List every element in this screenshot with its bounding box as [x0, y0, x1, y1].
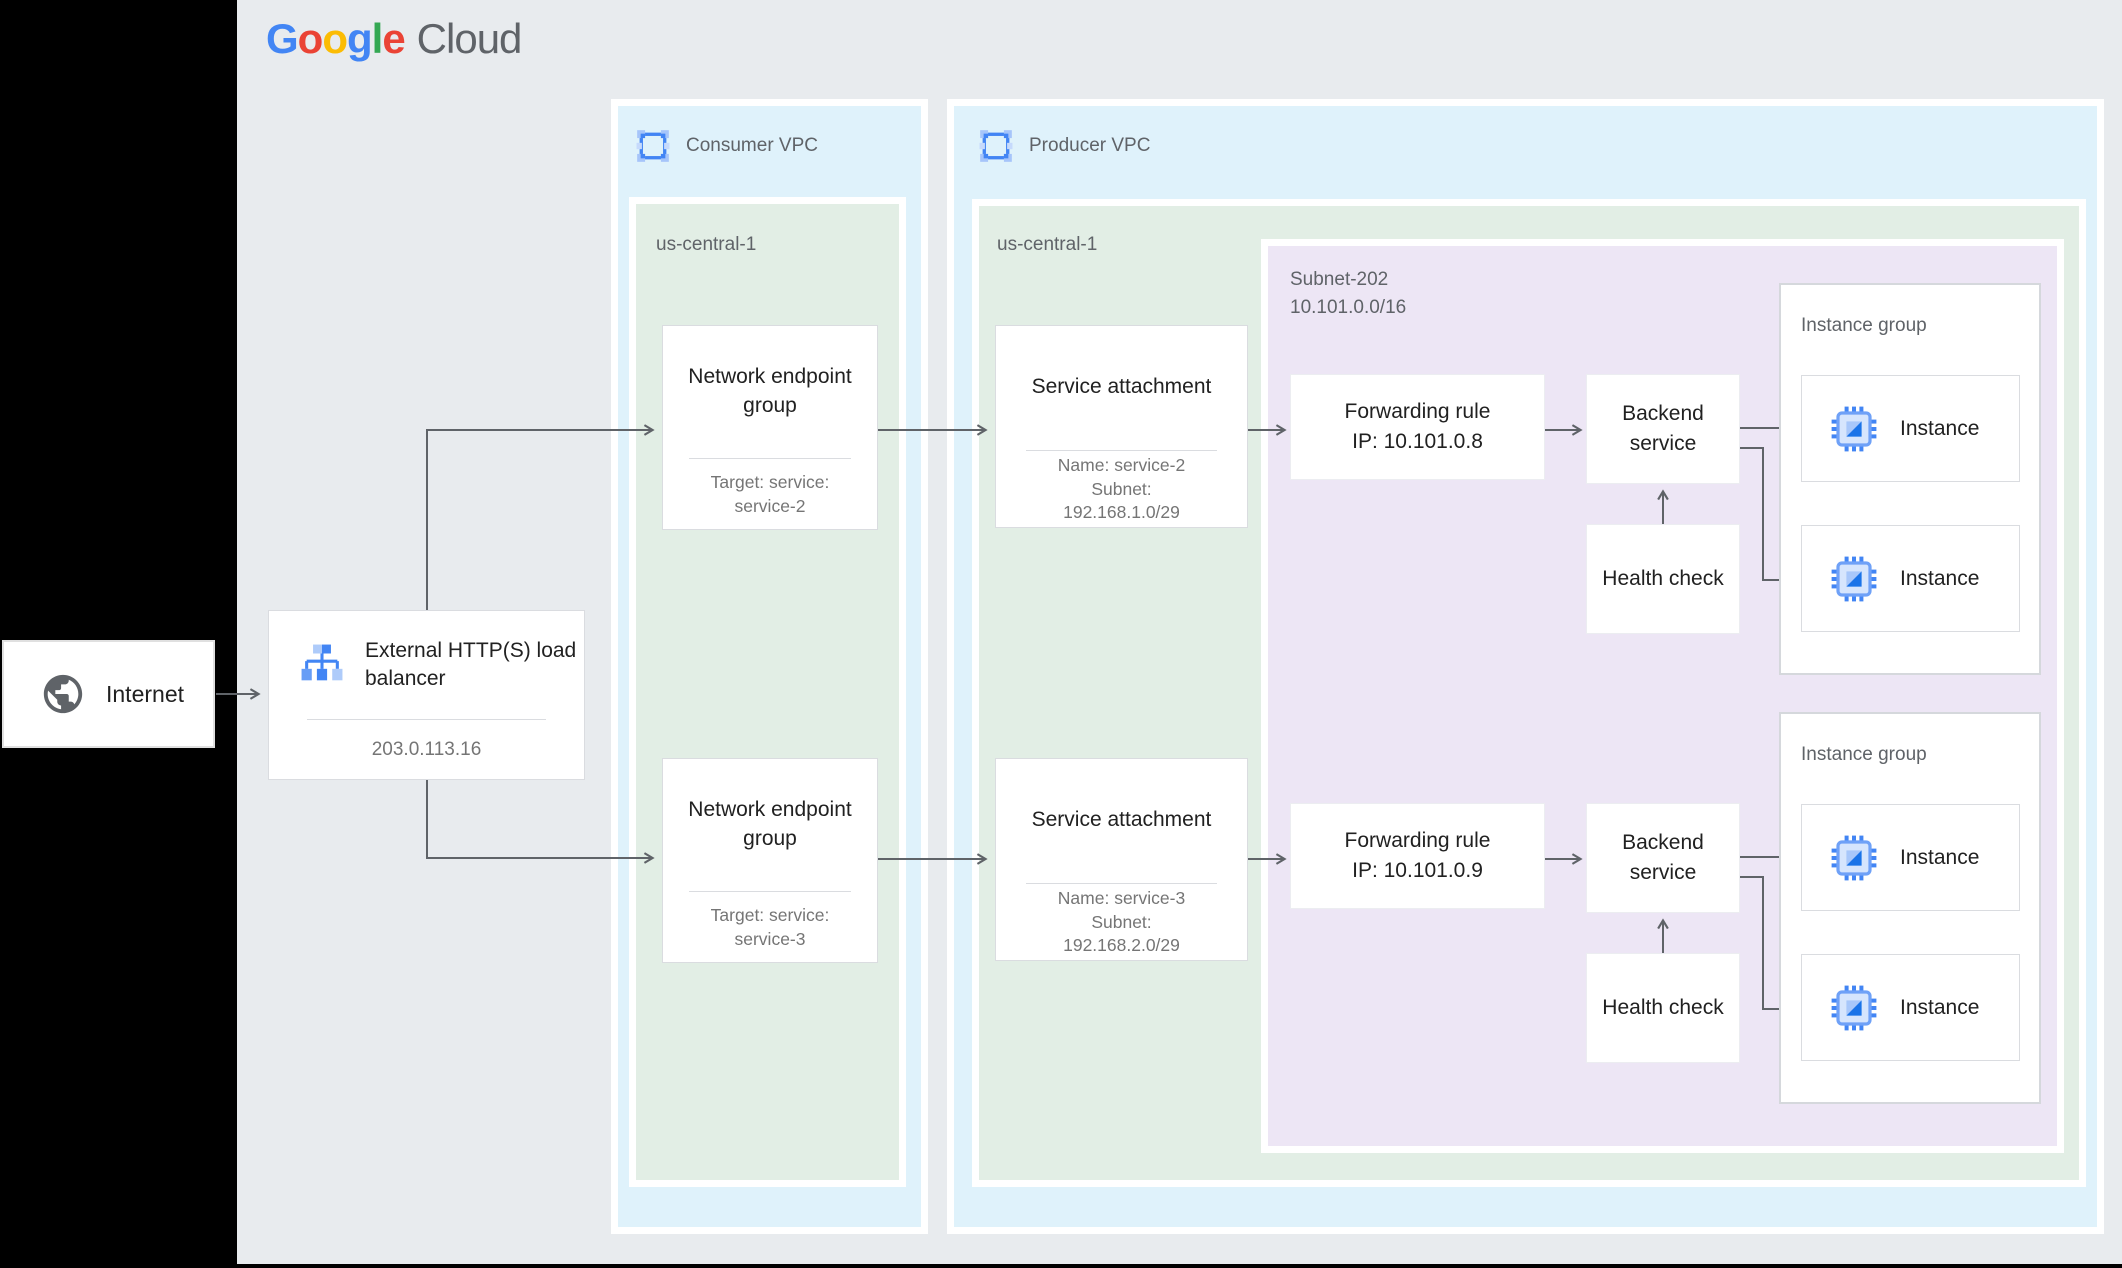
instance-group-label: Instance group: [1801, 315, 1927, 336]
vm-instance-icon: [1831, 406, 1877, 451]
health-check-2: Health check: [1586, 953, 1740, 1063]
consumer-vpc-label: Consumer VPC: [686, 135, 818, 156]
divider: [1026, 883, 1217, 884]
instance-label: Instance: [1900, 845, 1980, 869]
instance-node: Instance: [1801, 954, 2020, 1061]
logo-cloud-text: Cloud: [416, 15, 523, 62]
internet-label: Internet: [106, 680, 184, 707]
subnet-label: Subnet-202 10.101.0.0/16: [1290, 269, 1407, 318]
forwarding-rule-2: Forwarding rule IP: 10.101.0.9: [1290, 803, 1545, 909]
consumer-vpc-header: Consumer VPC: [634, 127, 818, 165]
node-subtext: Name: service-3 Subnet: 192.168.2.0/29: [1057, 888, 1186, 956]
logo-letter: e: [382, 15, 405, 62]
service-attachment-1: Service attachment Name: service-2 Subne…: [995, 325, 1248, 528]
logo-letter: g: [346, 15, 373, 62]
divider: [1026, 450, 1217, 451]
divider: [306, 719, 547, 720]
producer-region-label: us-central-1: [997, 234, 1098, 255]
vm-instance-icon: [1831, 835, 1877, 880]
producer-vpc-header: Producer VPC: [977, 127, 1150, 165]
node-title: Network endpoint group: [688, 797, 852, 850]
logo-letter: l: [371, 15, 384, 62]
vpc-icon: [636, 130, 670, 162]
backend-service-2: Backend service: [1586, 803, 1740, 913]
instance-node: Instance: [1801, 804, 2020, 911]
logo-letter: G: [266, 15, 299, 62]
instance-label: Instance: [1900, 416, 1980, 440]
node-title: Service attachment: [1031, 375, 1212, 399]
instance-node: Instance: [1801, 375, 2020, 482]
logo-letter: o: [297, 15, 324, 62]
instance-label: Instance: [1900, 566, 1980, 590]
forwarding-rule-1: Forwarding rule IP: 10.101.0.8: [1290, 374, 1545, 480]
load-balancer-ip: 203.0.113.16: [371, 739, 482, 760]
instance-group-label: Instance group: [1801, 744, 1927, 765]
health-check-1: Health check: [1586, 524, 1740, 634]
network-endpoint-group-2: Network endpoint group Target: service: …: [662, 758, 878, 963]
vpc-icon: [979, 130, 1013, 162]
divider: [688, 458, 852, 459]
producer-vpc-label: Producer VPC: [1029, 135, 1151, 156]
load-balancer-node: External HTTP(S) load balancer 203.0.113…: [268, 610, 585, 780]
node-title: Service attachment: [1031, 808, 1212, 832]
load-balancer-icon: [301, 644, 343, 681]
network-endpoint-group-1: Network endpoint group Target: service: …: [662, 325, 878, 530]
consumer-region-label: us-central-1: [656, 234, 757, 255]
divider: [688, 891, 852, 892]
logo-letter: o: [322, 15, 348, 62]
instance-label: Instance: [1900, 995, 1980, 1019]
node-subtext: Name: service-2 Subnet: 192.168.1.0/29: [1057, 455, 1186, 523]
instance-group-2: Instance group Instance: [1779, 712, 2041, 1104]
node-subtext: Target: service: service-3: [710, 904, 830, 949]
backend-service-1: Backend service: [1586, 374, 1740, 484]
instance-node: Instance: [1801, 525, 2020, 632]
load-balancer-head: External HTTP(S) load balancer: [269, 611, 584, 719]
node-subtext: Target: service: service-2: [710, 471, 830, 516]
node-title: Network endpoint group: [688, 364, 852, 417]
instance-group-1: Instance group Instance: [1779, 283, 2041, 675]
vm-instance-icon: [1831, 556, 1877, 601]
globe-icon: [43, 674, 83, 714]
service-attachment-2: Service attachment Name: service-3 Subne…: [995, 758, 1248, 961]
load-balancer-title: External HTTP(S) load balancer: [365, 638, 577, 690]
internet-node: Internet: [2, 640, 215, 748]
vm-instance-icon: [1831, 985, 1877, 1030]
